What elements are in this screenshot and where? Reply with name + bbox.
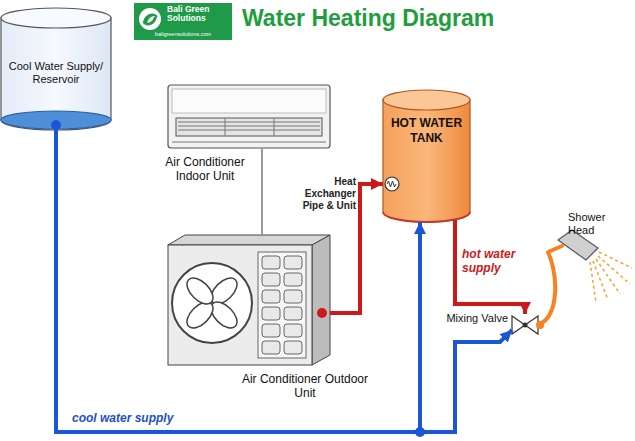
text-holder: baligreensolutions.com bbox=[136, 31, 230, 37]
logo-swirl bbox=[142, 14, 158, 26]
reservoir bbox=[1, 8, 111, 130]
tank-cylinder: HOT WATER TANK bbox=[383, 90, 470, 222]
pipe-label: hot water supply bbox=[462, 247, 526, 276]
pipe-dot bbox=[51, 120, 61, 130]
pipe-dot bbox=[536, 321, 544, 329]
fan-ring bbox=[172, 263, 252, 343]
text-holder: Bali Green Solutions bbox=[167, 5, 215, 22]
indoor-unit bbox=[168, 85, 330, 148]
pipe-connector bbox=[56, 130, 512, 432]
grille-cell bbox=[262, 307, 280, 320]
pipe-connector bbox=[56, 130, 420, 432]
shower-handle bbox=[548, 246, 562, 252]
edge-label-holder: hot water supply bbox=[462, 247, 526, 276]
grille-cell bbox=[284, 341, 302, 354]
node-label: Air Conditioner Outdoor Unit bbox=[240, 372, 370, 401]
heat-exchanger-coil bbox=[387, 181, 396, 187]
indoor-unit-case bbox=[168, 85, 330, 148]
pipe-label: cool water supply bbox=[72, 411, 222, 425]
outdoor-unit-top bbox=[168, 235, 330, 245]
node-label: Air Conditioner Indoor Unit bbox=[150, 155, 260, 184]
reservoir-body bbox=[1, 18, 111, 130]
grille-cell bbox=[262, 341, 280, 354]
node-label: HOT WATER TANK bbox=[385, 116, 468, 146]
text-holder: Mixing Valve bbox=[436, 312, 508, 325]
grille-cell bbox=[262, 256, 280, 269]
reservoir-cylinder: Cool Water Supply/ Reservoir bbox=[0, 8, 112, 130]
tank-top bbox=[383, 90, 470, 110]
grille-cell bbox=[262, 324, 280, 337]
hot-water-tank bbox=[383, 90, 470, 222]
logo-box bbox=[134, 3, 232, 40]
node-label: Mixing Valve bbox=[436, 312, 508, 325]
reservoir-top bbox=[1, 8, 111, 28]
water-spray bbox=[590, 252, 632, 302]
text-holder: Air Conditioner Outdoor Unit bbox=[240, 372, 370, 401]
reservoir-water bbox=[1, 111, 111, 129]
text-holder: Air Conditioner Indoor Unit bbox=[150, 155, 260, 184]
logo bbox=[134, 3, 232, 40]
pipe-connector bbox=[538, 252, 555, 325]
edge-label-holder: cool water supply bbox=[72, 411, 222, 425]
outdoor-unit bbox=[168, 235, 330, 365]
text-holder: Shower Head bbox=[568, 211, 632, 237]
node-label: Cool Water Supply/ Reservoir bbox=[4, 60, 108, 86]
indoor-unit-slats bbox=[172, 118, 326, 142]
mixing-valve bbox=[512, 316, 538, 334]
text-holder: HOT WATER TANK bbox=[385, 116, 468, 146]
indoor-unit: Air Conditioner Indoor Unit bbox=[168, 85, 330, 148]
text-holder: Cool Water Supply/ Reservoir bbox=[4, 60, 108, 86]
logo-icon bbox=[139, 8, 161, 30]
shower-head: Shower Head bbox=[548, 226, 600, 262]
grille-cell bbox=[284, 307, 302, 320]
node-sublabel: baligreensolutions.com bbox=[136, 31, 230, 37]
grille-cell bbox=[284, 324, 302, 337]
pipe-connector bbox=[261, 148, 263, 235]
grille-cell bbox=[284, 256, 302, 269]
valve-stem bbox=[523, 323, 528, 328]
pipe-dot bbox=[317, 308, 327, 318]
callout-label: Heat Exchanger Pipe & Unit bbox=[294, 176, 356, 212]
title-holder: Water Heating Diagram bbox=[242, 5, 572, 33]
indoor-unit-grille bbox=[176, 118, 322, 136]
grille-cell bbox=[262, 273, 280, 286]
tank-body bbox=[383, 100, 470, 222]
mixing-valve: Mixing Valve bbox=[512, 314, 538, 336]
junction-dot bbox=[415, 427, 425, 437]
node-label: Shower Head bbox=[568, 211, 632, 237]
grille-cell bbox=[262, 290, 280, 303]
indoor-unit-panel bbox=[172, 89, 326, 113]
diagram-title: Water Heating Diagram bbox=[242, 5, 572, 33]
node-label: Bali Green Solutions bbox=[167, 5, 215, 22]
pipe-connector bbox=[455, 220, 525, 314]
shower-head bbox=[548, 230, 632, 302]
outdoor-unit-side bbox=[312, 235, 330, 365]
grille-cell bbox=[284, 273, 302, 286]
outdoor-grille bbox=[258, 252, 306, 358]
grille-cell bbox=[284, 290, 302, 303]
outdoor-unit-front bbox=[168, 245, 312, 365]
fan-blade bbox=[182, 273, 217, 308]
outdoor-unit: Air Conditioner Outdoor Unit bbox=[168, 235, 330, 365]
heat-exchanger-symbol bbox=[385, 177, 399, 191]
grille-cells bbox=[262, 256, 302, 354]
logo-box: Bali Green Solutions baligreensolutions.c… bbox=[134, 3, 232, 40]
label-holder: Heat Exchanger Pipe & Unit bbox=[294, 176, 356, 212]
